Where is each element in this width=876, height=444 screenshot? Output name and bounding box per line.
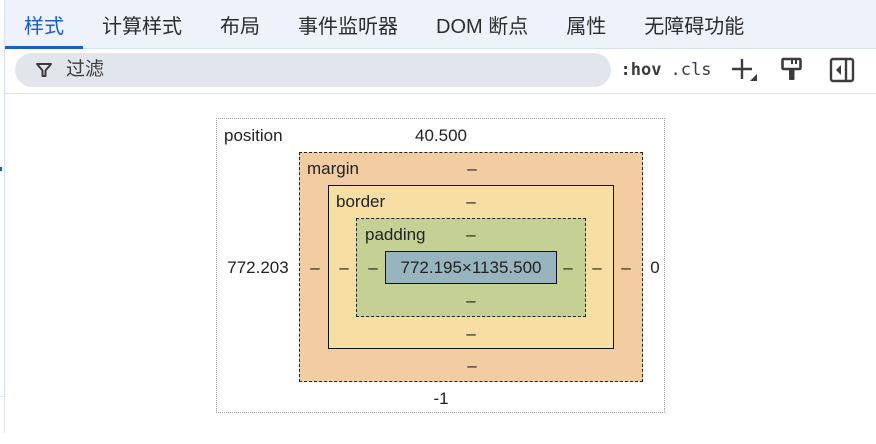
tab-label: 布局 <box>220 15 260 38</box>
panel-resize-marker <box>0 167 2 171</box>
box-model-padding: padding – – – – 772.195×1135.500 <box>356 218 586 317</box>
hov-label: :hov <box>620 60 662 80</box>
tab-accessibility[interactable]: 无障碍功能 <box>625 0 763 48</box>
tab-dom-breakpoints[interactable]: DOM 断点 <box>417 0 547 48</box>
new-style-rule-button[interactable] <box>727 57 761 83</box>
box-model-diagram: position 40.500 772.203 0 -1 margin – – … <box>216 118 666 414</box>
styles-toolbar: :hov .cls <box>5 49 876 94</box>
cls-label: .cls <box>670 60 712 80</box>
tab-event-listeners[interactable]: 事件监听器 <box>279 0 417 48</box>
margin-right-value[interactable]: – <box>621 258 631 277</box>
content-size-value[interactable]: 772.195×1135.500 <box>400 257 542 277</box>
box-model-border: border – – – – padding – – – – 772.195×1… <box>328 185 614 349</box>
position-left-value[interactable]: 772.203 <box>227 258 289 277</box>
padding-top-value[interactable]: – <box>466 225 476 244</box>
filter-box[interactable] <box>15 53 611 87</box>
sidebar-tab-bar: 样式 计算样式 布局 事件监听器 DOM 断点 属性 无障碍功能 <box>5 0 876 49</box>
padding-label: padding <box>365 225 426 244</box>
toggle-sidebar-icon <box>829 57 855 83</box>
hover-state-toggle[interactable]: :hov <box>619 57 663 83</box>
tab-label: 无障碍功能 <box>644 15 745 38</box>
margin-top-value[interactable]: – <box>467 159 477 178</box>
tab-label: 属性 <box>566 15 607 38</box>
margin-bottom-value[interactable]: – <box>467 356 477 375</box>
position-label: position <box>224 126 283 145</box>
border-right-value[interactable]: – <box>592 258 602 277</box>
filter-input[interactable] <box>66 59 586 81</box>
tab-label: 计算样式 <box>102 15 182 38</box>
box-model-margin: margin – – – – border – – – – padding – … <box>299 152 643 382</box>
border-label: border <box>336 192 386 211</box>
position-top-value[interactable]: 40.500 <box>415 126 467 145</box>
box-model-position: position 40.500 772.203 0 -1 margin – – … <box>216 118 665 413</box>
class-toggle[interactable]: .cls <box>670 57 712 83</box>
position-right-value[interactable]: 0 <box>650 258 660 277</box>
padding-right-value[interactable]: – <box>563 258 573 277</box>
margin-label: margin <box>307 159 359 178</box>
tab-properties[interactable]: 属性 <box>547 0 625 48</box>
border-bottom-value[interactable]: – <box>466 324 476 343</box>
tab-label: DOM 断点 <box>436 15 529 38</box>
position-bottom-value[interactable]: -1 <box>433 389 449 408</box>
tab-layout[interactable]: 布局 <box>201 0 279 48</box>
tab-label: 事件监听器 <box>298 15 398 38</box>
paint-brush-icon <box>781 57 802 80</box>
padding-left-value[interactable]: – <box>368 258 378 277</box>
tab-label: 样式 <box>24 15 64 38</box>
new-style-rule-icon <box>732 59 757 81</box>
border-top-value[interactable]: – <box>466 192 476 211</box>
margin-left-value[interactable]: – <box>310 258 320 277</box>
toggle-sidebar-button[interactable] <box>827 57 857 83</box>
panel-edge-stub <box>0 396 5 433</box>
padding-bottom-value[interactable]: – <box>466 291 476 310</box>
panel-left-border <box>4 0 5 432</box>
computed-styles-paint-button[interactable] <box>777 57 807 83</box>
filter-icon <box>35 60 55 80</box>
box-model-content[interactable]: 772.195×1135.500 <box>385 251 557 284</box>
border-left-value[interactable]: – <box>339 258 349 277</box>
tab-styles[interactable]: 样式 <box>5 0 83 49</box>
tab-computed[interactable]: 计算样式 <box>83 0 201 48</box>
